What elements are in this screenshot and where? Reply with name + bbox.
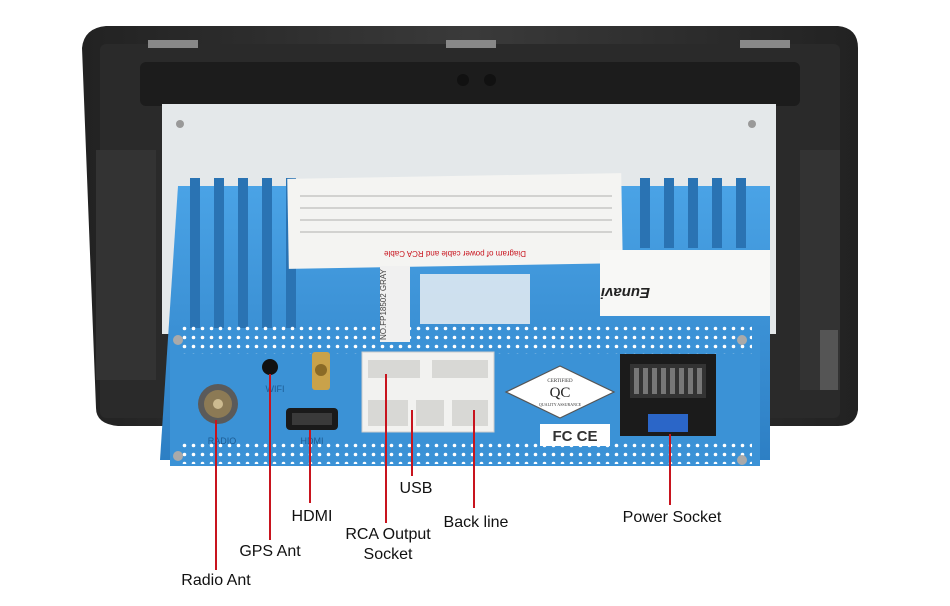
qc-certified-seal: CERTIFIED QC QUALITY ASSURANCE <box>504 365 616 419</box>
diagram-sticker: Diagram of power cable and RCA Cable Eun… <box>287 173 770 342</box>
wifi-port-label: WIFI <box>266 384 285 394</box>
fc-ce-mark: FC CE <box>553 428 598 445</box>
power-socket <box>620 354 716 436</box>
label-rca-output-socket: RCA Output Socket <box>345 526 431 563</box>
label-back-line: Back line <box>443 514 509 531</box>
compliance-marks: FC CE <box>540 424 610 446</box>
serial-sticker-text: NO.FP18502 GRAY <box>379 268 388 340</box>
rca-output-socket <box>361 351 495 433</box>
label-power-socket: Power Socket <box>622 509 722 526</box>
label-gps-ant: GPS Ant <box>239 543 301 560</box>
brand-label: Eunavi <box>600 284 650 301</box>
qc-top-text: CERTIFIED <box>547 379 573 384</box>
sticker-diagram-title: Diagram of power cable and RCA Cable <box>384 249 526 258</box>
gps-ant-port: WIFI <box>262 359 285 394</box>
callout-lines <box>215 374 671 570</box>
label-radio-ant: Radio Ant <box>181 572 251 589</box>
hdmi-port-label: HDMI <box>301 436 324 446</box>
label-hdmi: HDMI <box>291 508 333 525</box>
hdmi-port: HDMI <box>286 408 338 446</box>
radio-port-label: RADIO <box>208 436 237 446</box>
radio-ant-port: RADIO <box>198 384 238 446</box>
wifi-antenna-connector <box>312 352 330 390</box>
label-usb: USB <box>399 480 433 497</box>
qc-center-text: QC <box>550 385 571 401</box>
qc-bottom-text: QUALITY ASSURANCE <box>539 402 582 407</box>
